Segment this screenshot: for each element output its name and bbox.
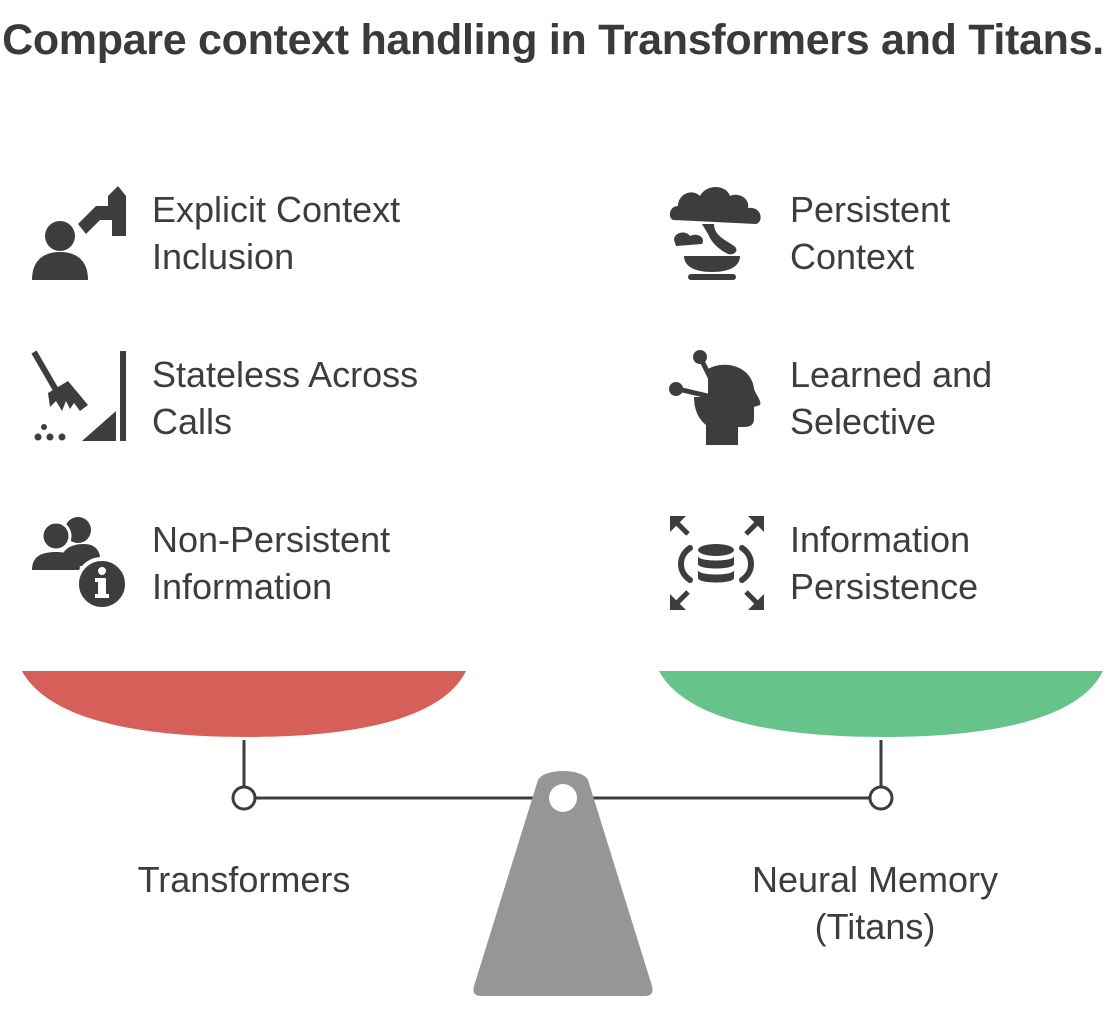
left-pivot — [231, 785, 257, 811]
bonsai-cloud-icon — [669, 187, 761, 280]
item-stateless-across-calls: Stateless Across Calls — [30, 349, 482, 449]
broom-sweeping-icon — [31, 350, 126, 441]
right-pivot — [868, 785, 894, 811]
left-pan — [22, 671, 466, 737]
item-learned-and-selective: Learned and Selective — [668, 349, 1106, 449]
page-title: Compare context handling in Transformers… — [2, 16, 1104, 64]
database-expand-icon — [670, 516, 764, 610]
item-explicit-context-inclusion: Explicit Context Inclusion — [30, 184, 482, 284]
transformers-label: Transformers — [137, 859, 351, 900]
item-non-persistent-information: Non-Persistent Information — [30, 514, 482, 614]
fulcrum-pivot — [549, 784, 577, 812]
fulcrum — [473, 771, 653, 996]
item-information-persistence: Information Persistence — [668, 514, 1106, 614]
item-persistent-context: Persistent Context — [668, 184, 1106, 284]
right-pan — [659, 671, 1103, 737]
user-pointing-icon — [32, 186, 126, 280]
neural-memory-label: Neural Memory (Titans) — [751, 859, 999, 947]
head-network-icon — [669, 350, 761, 445]
users-info-icon — [32, 517, 129, 611]
